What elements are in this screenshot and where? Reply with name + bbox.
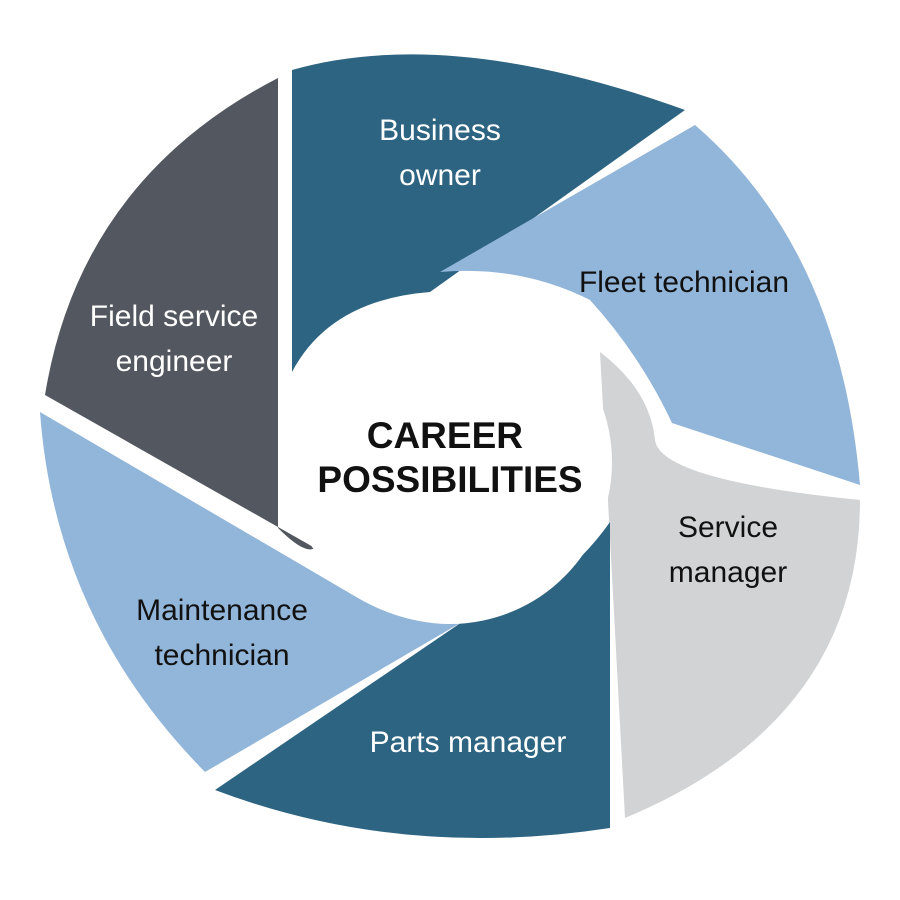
label-fleet-technician: Fleet technician — [579, 266, 789, 299]
segment-business-owner — [292, 54, 685, 373]
label-parts-manager: Parts manager — [370, 726, 567, 759]
label-service-manager: Service manager — [669, 511, 787, 589]
label-field-service-engineer: Field service engineer — [90, 300, 258, 378]
label-service-manager-line-1: Service — [678, 511, 778, 544]
label-maintenance-technician: Maintenance technician — [136, 594, 308, 672]
label-parts-manager-line-1: Parts manager — [370, 726, 567, 759]
label-business-owner-line-1: Business — [379, 114, 501, 147]
label-business-owner-line-2: owner — [399, 159, 481, 192]
label-field-service-engineer-line-1: Field service — [90, 300, 258, 333]
label-maintenance-technician-line-1: Maintenance — [136, 594, 308, 627]
label-business-owner: Business owner — [379, 114, 501, 192]
center-hub — [288, 300, 612, 624]
center-title-line-2: POSSIBILITIES — [317, 459, 582, 500]
label-field-service-engineer-line-2: engineer — [116, 345, 233, 378]
label-maintenance-technician-line-2: technician — [154, 639, 289, 672]
center-title: CAREER POSSIBILITIES — [317, 415, 582, 500]
segment-parts-manager — [215, 522, 610, 839]
center-title-line-1: CAREER — [367, 415, 523, 456]
segments-layer — [40, 54, 860, 839]
label-fleet-technician-line-1: Fleet technician — [579, 266, 789, 299]
segment-field-service-engineer — [45, 78, 315, 550]
segment-fleet-technician — [440, 125, 860, 485]
segment-service-manager — [600, 352, 860, 818]
label-service-manager-line-2: manager — [669, 556, 787, 589]
segment-maintenance-technician — [40, 412, 462, 772]
